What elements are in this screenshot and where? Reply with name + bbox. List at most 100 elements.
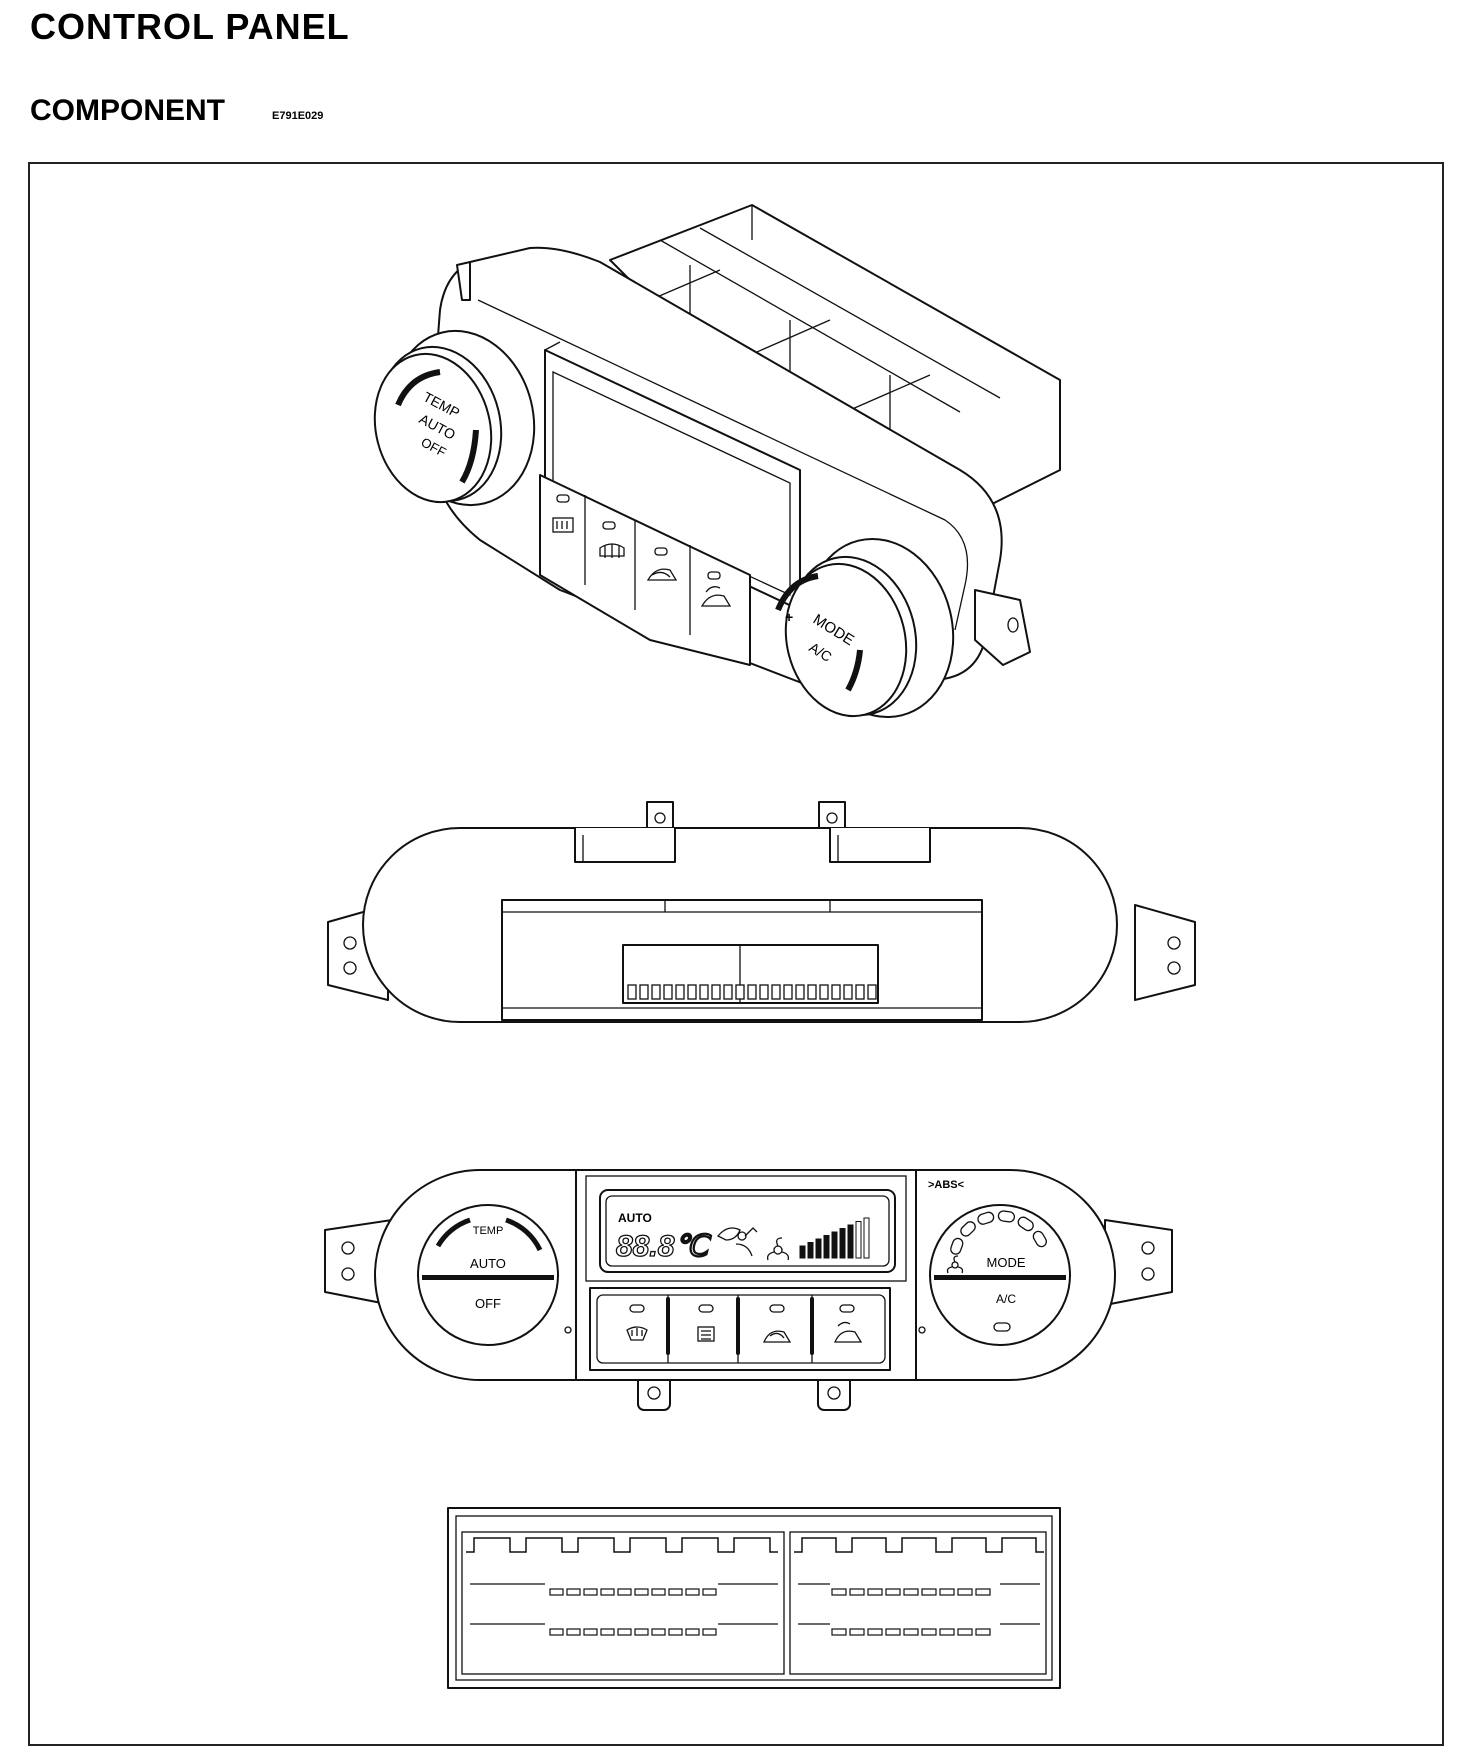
connector-pin	[685, 1588, 700, 1596]
isometric-view: TEMP AUTO OFF + MODE A/C	[360, 204, 1061, 732]
figure-frame	[28, 162, 1444, 1746]
connector-pin	[600, 1628, 615, 1636]
fan-speed-bar	[815, 1238, 822, 1259]
recirculation-icon	[763, 1330, 792, 1343]
connector-pin	[759, 984, 769, 1000]
connector-pin	[711, 984, 721, 1000]
connector-pin	[702, 1628, 717, 1636]
temp-knob[interactable]: TEMP AUTO OFF	[417, 1204, 559, 1346]
connector-pin	[939, 1588, 955, 1596]
connector-pin	[849, 1588, 865, 1596]
temp-knob[interactable]: TEMP AUTO OFF	[360, 316, 553, 521]
connector-pin	[639, 984, 649, 1000]
front-defrost-button[interactable]	[626, 1326, 648, 1341]
connector-pin	[831, 984, 841, 1000]
connector-pin	[921, 1628, 937, 1636]
fresh-air-button[interactable]	[834, 1321, 863, 1343]
connector-pin	[867, 1628, 883, 1636]
connector-pin	[771, 984, 781, 1000]
fan-speed-bar	[839, 1228, 846, 1259]
ac-label: A/C	[996, 1292, 1016, 1306]
connector-pin	[807, 984, 817, 1000]
connector-pin	[903, 1628, 919, 1636]
connector-pin	[783, 984, 793, 1000]
connector-pin	[685, 1628, 700, 1636]
connector-pin	[627, 984, 637, 1000]
connector-pin	[549, 1628, 564, 1636]
connector-pin	[668, 1588, 683, 1596]
connector-pin	[957, 1588, 973, 1596]
front-view: AUTO 88.8℃	[324, 1169, 1173, 1411]
indicator-lamp	[629, 1304, 645, 1313]
connector-view	[447, 1507, 1061, 1689]
connector-pin	[819, 984, 829, 1000]
fan-icon	[766, 1237, 790, 1261]
indicator-lamp	[654, 547, 668, 556]
connector-pin	[699, 984, 709, 1000]
connector-pin	[549, 1588, 564, 1596]
mode-knob[interactable]: + MODE A/C	[770, 523, 972, 732]
connector-pin	[867, 984, 877, 1000]
fan-icon	[946, 1255, 964, 1274]
fan-plus-icon: +	[785, 609, 793, 625]
mode-indicator-led	[950, 1237, 964, 1255]
connector-pin	[702, 1588, 717, 1596]
mode-knob[interactable]: MODE A/C	[929, 1204, 1071, 1346]
fan-speed-bar	[799, 1245, 806, 1259]
fan-speed-bar	[823, 1235, 830, 1259]
connector-pin	[849, 1628, 865, 1636]
indicator-lamp	[602, 521, 616, 530]
indicator-lamp	[769, 1304, 785, 1313]
front-defrost-icon	[599, 543, 625, 558]
recirculation-button[interactable]	[763, 1330, 792, 1343]
connector-pin	[668, 1628, 683, 1636]
ac-indicator-lamp	[993, 1322, 1011, 1332]
top-view	[327, 801, 1196, 1023]
front-defrost-icon	[626, 1326, 648, 1341]
connector-pin	[855, 984, 865, 1000]
connector-pin	[651, 1628, 666, 1636]
fan-speed-bar	[831, 1231, 838, 1259]
abs-mark: >ABS<	[928, 1179, 964, 1191]
connector-pin	[735, 984, 745, 1000]
connector-housing	[447, 1507, 1061, 1689]
fan-speed-bars	[799, 1217, 870, 1259]
connector-pin	[885, 1628, 901, 1636]
connector-pin	[634, 1588, 649, 1596]
connector-pin	[651, 984, 661, 1000]
connector-pin	[600, 1588, 615, 1596]
fan-speed-bar	[855, 1221, 862, 1259]
connector-pin	[975, 1628, 991, 1636]
connector-pin	[663, 984, 673, 1000]
connector-pin	[566, 1628, 581, 1636]
connector-pin	[723, 984, 733, 1000]
connector-pin	[885, 1588, 901, 1596]
section-title: COMPONENT	[30, 94, 225, 127]
mode-indicator-led	[1032, 1230, 1047, 1248]
connector-pin	[795, 984, 805, 1000]
connector-pin	[583, 1628, 598, 1636]
connector-key-row	[466, 1537, 778, 1553]
fan-speed-bar	[807, 1242, 814, 1259]
indicator-lamp	[556, 494, 570, 503]
rear-defrost-button[interactable]	[697, 1326, 715, 1342]
connector-pin	[957, 1628, 973, 1636]
connector-pin	[975, 1588, 991, 1596]
fan-speed-bar	[847, 1224, 854, 1259]
mode-label: MODE	[987, 1255, 1026, 1270]
figure-code: E791E029	[272, 110, 324, 122]
indicator-lamp	[839, 1304, 855, 1313]
vent-mode-icon	[716, 1227, 758, 1257]
off-label: OFF	[475, 1296, 501, 1311]
side-ear	[1134, 904, 1196, 1001]
connector-pin	[843, 984, 853, 1000]
recirculation-icon	[646, 568, 678, 581]
connector-pin	[903, 1588, 919, 1596]
connector-pin	[617, 1628, 632, 1636]
auto-label: AUTO	[470, 1256, 506, 1271]
lcd-auto-text: AUTO	[618, 1211, 652, 1225]
connector-pin	[617, 1588, 632, 1596]
connector-pin	[867, 1588, 883, 1596]
fan-speed-bar	[863, 1217, 870, 1259]
